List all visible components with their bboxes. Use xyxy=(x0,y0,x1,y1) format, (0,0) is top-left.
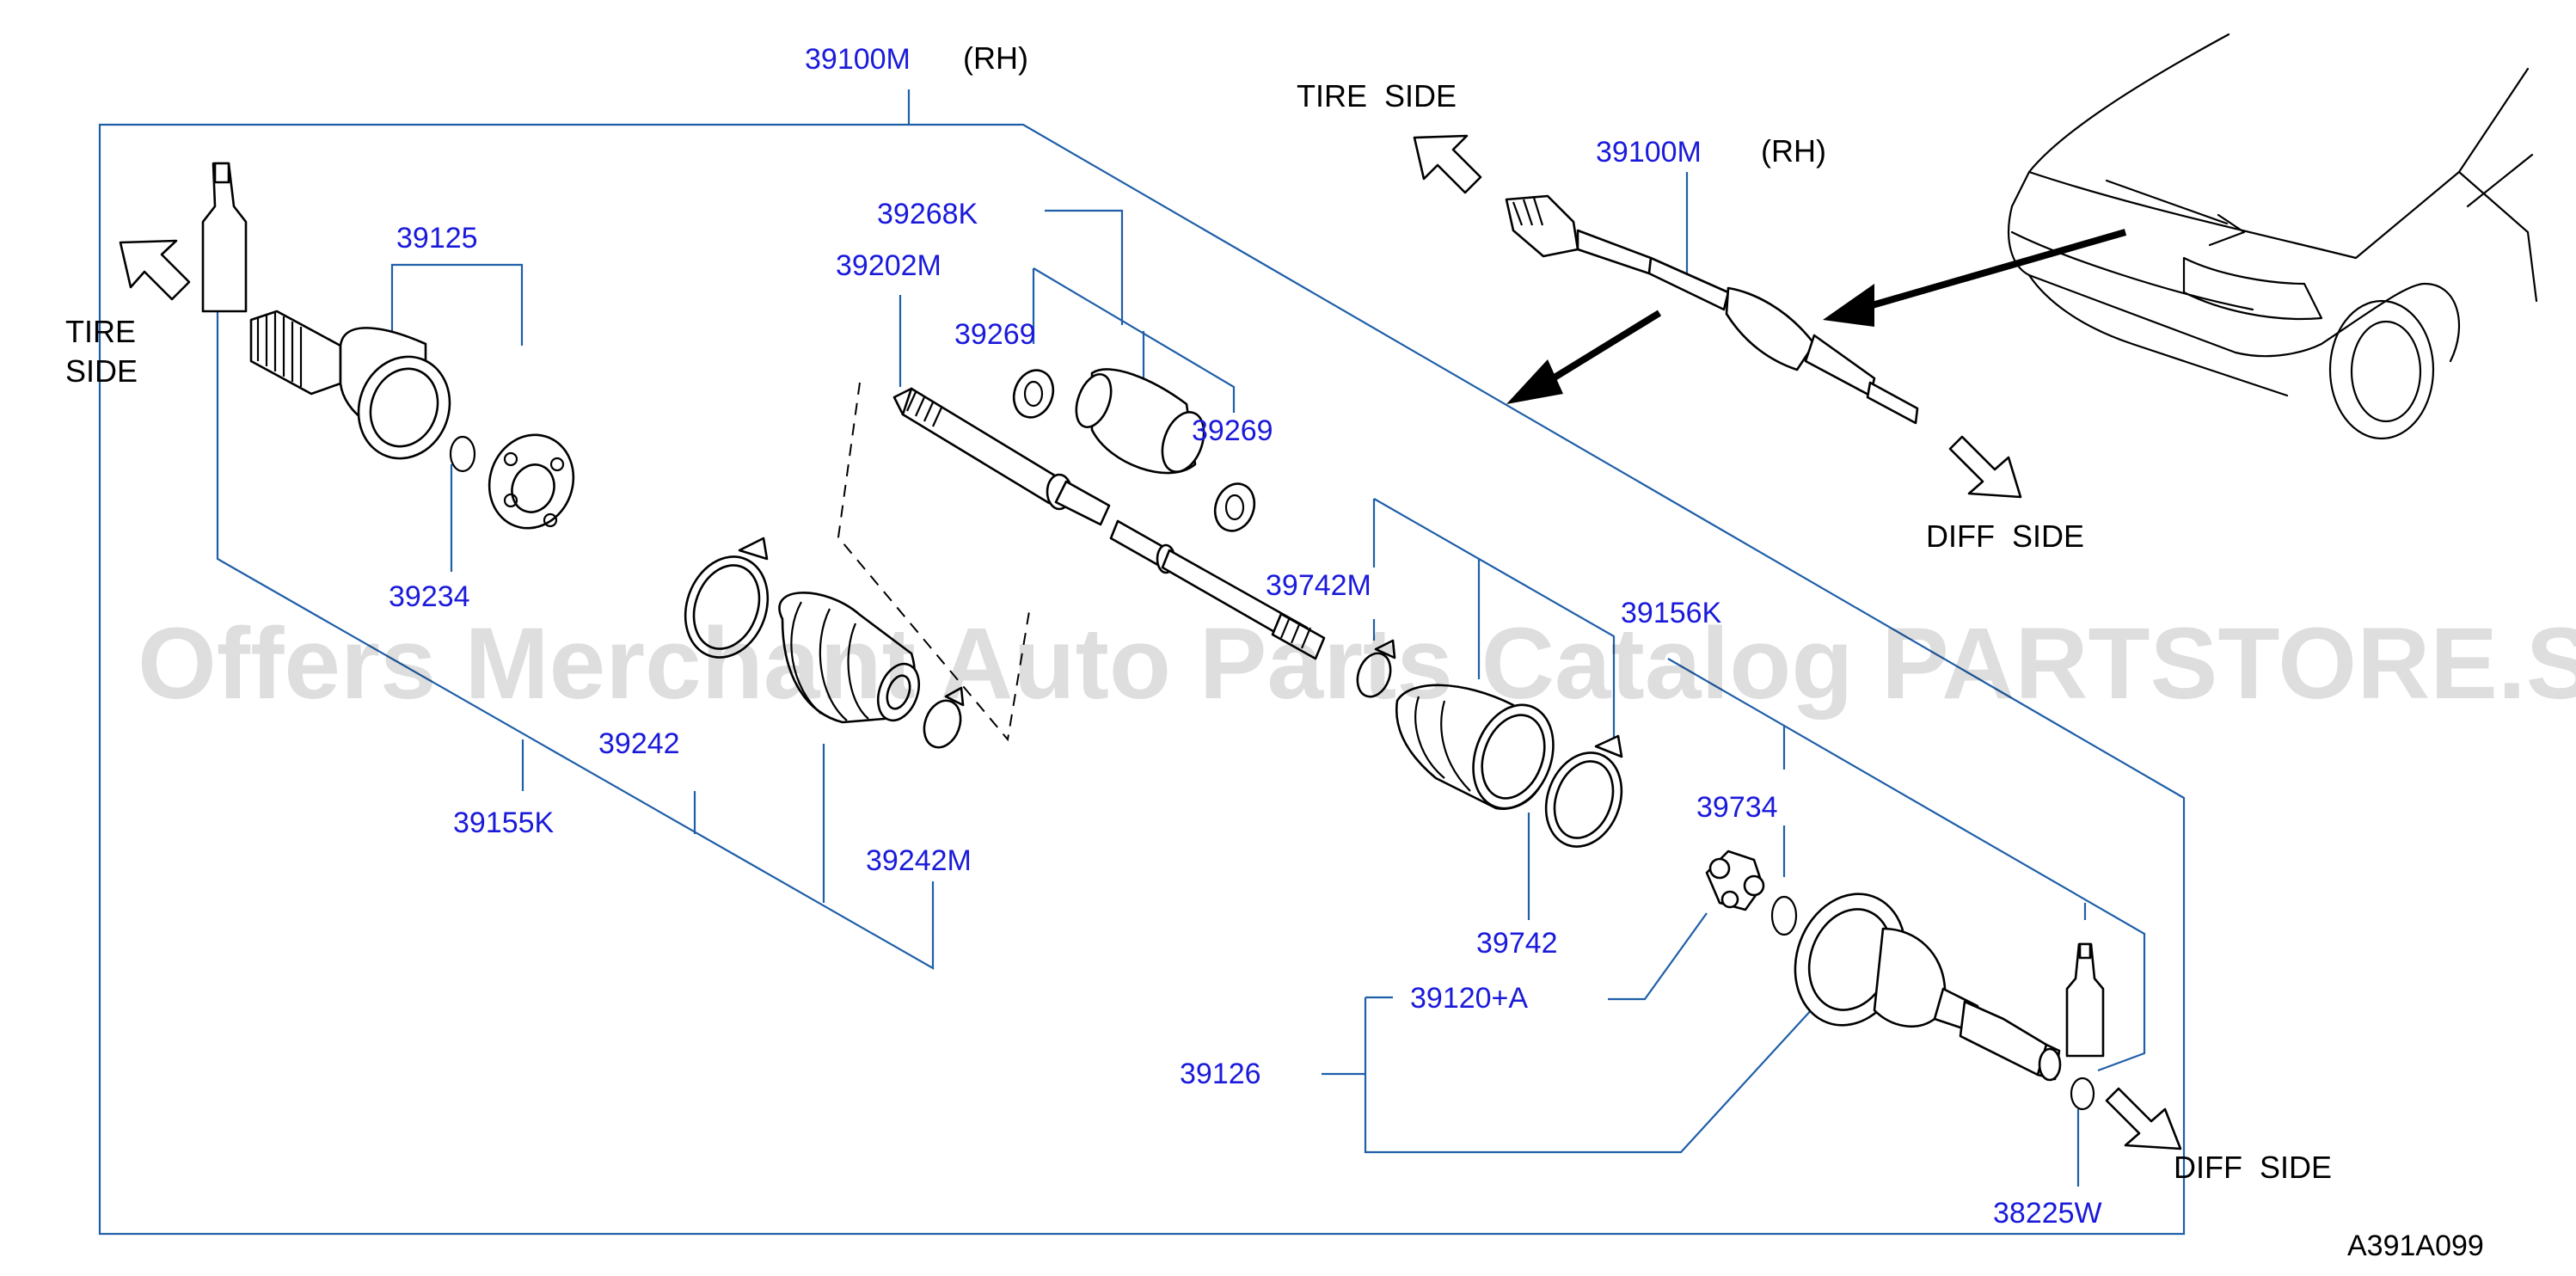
label-39125[interactable]: 39125 xyxy=(396,222,478,255)
diff-side-arrow-inset xyxy=(1948,435,2022,499)
watermark: Offers Merchant Auto Parts Catalog PARTS… xyxy=(138,607,2576,721)
label-39268K[interactable]: 39268K xyxy=(877,198,978,230)
label-39156K[interactable]: 39156K xyxy=(1621,597,1722,629)
outer-cv-joint[interactable] xyxy=(249,310,463,471)
boot-band-39242M[interactable] xyxy=(918,686,967,752)
label-rh-inset: (RH) xyxy=(1761,133,1826,169)
spider-assembly[interactable] xyxy=(1705,850,1765,911)
tire-side-arrow-main xyxy=(119,239,191,301)
washer-39269-right[interactable] xyxy=(1209,478,1260,537)
label-rh-main: (RH) xyxy=(963,40,1028,76)
leader-lines xyxy=(98,89,2186,1236)
inset-car xyxy=(2008,33,2538,440)
label-39202M[interactable]: 39202M xyxy=(836,249,941,282)
tire-side-line1: TIRE xyxy=(65,314,136,349)
snap-ring-39234[interactable] xyxy=(449,435,476,473)
label-39155K[interactable]: 39155K xyxy=(453,807,555,839)
label-39120A[interactable]: 39120+A xyxy=(1410,982,1528,1015)
grease-tube-right[interactable] xyxy=(2065,942,2105,1058)
tire-side-arrow-inset xyxy=(1413,134,1482,194)
inner-boot[interactable] xyxy=(1395,684,1567,819)
label-39242[interactable]: 39242 xyxy=(598,727,680,760)
label-39242M[interactable]: 39242M xyxy=(866,844,972,877)
label-39734[interactable]: 39734 xyxy=(1696,791,1778,824)
label-39126[interactable]: 39126 xyxy=(1180,1058,1261,1090)
snap-ring-38225W[interactable] xyxy=(2070,1077,2095,1111)
grease-tube[interactable] xyxy=(201,162,248,313)
tire-side-line2: SIDE xyxy=(65,353,138,389)
diff-side-main: DIFF SIDE xyxy=(2174,1150,2332,1185)
pointer-arrow-shaft xyxy=(1506,310,1662,404)
diff-side-arrow-main xyxy=(2105,1087,2182,1150)
boot-band-39742M[interactable] xyxy=(1352,639,1396,702)
boot-band-39742[interactable] xyxy=(1533,734,1634,857)
diff-side-inset: DIFF SIDE xyxy=(1926,518,2084,554)
parts-drawing xyxy=(201,162,2105,1111)
tire-side-inset: TIRE SIDE xyxy=(1297,78,1457,113)
label-39100M[interactable]: 39100M xyxy=(805,43,911,76)
label-39100M-inset[interactable]: 39100M xyxy=(1596,136,1702,169)
inset-shaft-assembly xyxy=(1505,194,1919,425)
outer-boot[interactable] xyxy=(778,592,926,726)
part-labels: 39100M (RH) 39125 39234 39268K 39202M 39… xyxy=(389,40,2102,1230)
label-39234[interactable]: 39234 xyxy=(389,580,470,613)
diagram-code: A391A099 xyxy=(2347,1230,2484,1262)
label-39742M[interactable]: 39742M xyxy=(1266,569,1371,602)
snap-ring-39734[interactable] xyxy=(1770,895,1798,936)
dynamic-damper[interactable] xyxy=(1070,368,1211,477)
label-38225W[interactable]: 38225W xyxy=(1993,1197,2102,1230)
label-39742[interactable]: 39742 xyxy=(1476,927,1558,960)
ball-cage[interactable] xyxy=(476,423,586,540)
inner-joint-housing[interactable] xyxy=(1777,878,2062,1082)
boot-band-39242[interactable] xyxy=(672,537,781,669)
side-labels: TIRE SIDE TIRE SIDE DIFF SIDE DIFF SIDE xyxy=(65,78,2332,1185)
pointer-arrow-car xyxy=(1823,229,2127,327)
drive-shaft[interactable] xyxy=(892,387,1326,660)
label-39269-a[interactable]: 39269 xyxy=(954,318,1036,351)
label-39269-b[interactable]: 39269 xyxy=(1192,414,1273,447)
washer-39269-left[interactable] xyxy=(1008,365,1059,423)
